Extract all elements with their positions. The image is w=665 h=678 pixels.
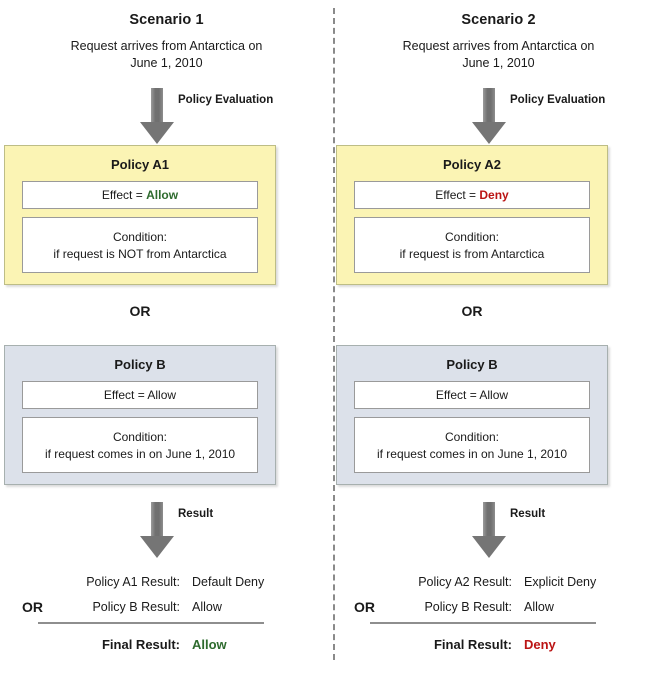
policy-b-box: Policy B Effect = Allow Condition: if re… [336,345,608,485]
policy-b-effect-row: Effect = Allow [22,381,258,409]
arrow-head [140,536,174,558]
arrow-shaft [483,88,495,124]
policy-a-effect-prefix: Effect = [101,188,147,202]
result-arrow-icon [472,502,506,558]
final-result-label: Final Result: [433,637,512,652]
result-row: Policy A1 Result: Default Deny [22,570,272,595]
policy-b-condition-title: Condition: [444,430,500,444]
result-arrow-icon [140,502,174,558]
policy-a-effect-prefix: Effect = [435,188,480,202]
result-row: OR Policy B Result: Allow [354,595,604,620]
result-row-label: Policy B Result: [424,600,512,614]
scenario-divider-line [333,8,335,660]
arrow-shaft [151,502,163,538]
policy-b-name: Policy B [446,357,498,372]
result-row-label: Policy A2 Result: [418,575,512,589]
policy-evaluation-arrow-icon [472,88,506,144]
policy-a-effect-value: Deny [479,188,509,202]
scenario-column-1: Scenario 1 Request arrives from Antarcti… [4,12,276,658]
result-summary: Policy A1 Result: Default Deny OR Policy… [22,570,272,658]
result-row-label: Policy B Result: [92,600,180,614]
policy-b-condition-row: Condition: if request comes in on June 1… [354,417,590,473]
policy-a-name: Policy A2 [442,157,502,172]
final-result-value: Allow [192,637,227,652]
result-row-value: Allow [192,600,222,614]
result-row-value: Explicit Deny [524,575,597,589]
policy-b-effect-value: Allow [479,388,509,402]
policy-evaluation-arrow-label: Policy Evaluation [510,94,606,106]
arrow-shaft [151,88,163,124]
arrow-shaft [483,502,495,538]
policy-a-condition-text: if request is NOT from Antarctica [53,247,227,261]
result-row-label: Policy A1 Result: [86,575,180,589]
arrow-head [472,536,506,558]
policy-b-effect-value: Allow [147,388,177,402]
result-row-value: Allow [524,600,554,614]
result-row-value: Default Deny [192,575,265,589]
policy-b-condition-title: Condition: [112,430,168,444]
result-row-or: OR [22,599,43,615]
policy-b-effect-row: Effect = Allow [354,381,590,409]
result-summary: Policy A2 Result: Explicit Deny OR Polic… [354,570,604,658]
policy-evaluation-arrow-icon [140,88,174,144]
policy-a-condition-row: Condition: if request is from Antarctica [354,217,590,273]
final-result-label: Final Result: [101,637,180,652]
policy-b-box: Policy B Effect = Allow Condition: if re… [4,345,276,485]
or-connector-label: OR [129,303,151,319]
policy-b-effect-prefix: Effect = [103,388,148,402]
policy-b-condition-text: if request comes in on June 1, 2010 [376,447,568,461]
result-row: Policy A2 Result: Explicit Deny [354,570,604,595]
scenario-column-2: Scenario 2 Request arrives from Antarcti… [332,0,665,678]
policy-b-condition-row: Condition: if request comes in on June 1… [22,417,258,473]
scenario-title: Scenario 1 [129,12,204,28]
result-row: OR Policy B Result: Allow [22,595,272,620]
final-result-row: Final Result: Allow [22,631,272,658]
policy-b-name: Policy B [114,357,166,372]
policy-a-condition-title: Condition: [444,230,500,244]
policy-a-effect-value: Allow [146,188,179,202]
or-connector-label: OR [461,303,483,319]
policy-a-name: Policy A1 [110,157,170,172]
policy-evaluation-arrow-label: Policy Evaluation [178,94,274,106]
policy-a-box: Policy A1 Effect = Allow Condition: if r… [4,145,276,285]
policy-b-condition-text: if request comes in on June 1, 2010 [44,447,236,461]
result-arrow-label: Result [178,508,214,520]
result-row-or: OR [354,599,375,615]
policy-a-effect-row: Effect = Deny [354,181,590,209]
result-arrow-label: Result [510,508,546,520]
policy-b-effect-prefix: Effect = [435,388,480,402]
result-divider-rule [370,622,596,624]
arrow-head [140,122,174,144]
policy-a-box: Policy A2 Effect = Deny Condition: if re… [336,145,608,285]
result-divider-rule [38,622,264,624]
final-result-row: Final Result: Deny [354,631,604,658]
policy-a-effect-row: Effect = Allow [22,181,258,209]
policy-a-condition-row: Condition: if request is NOT from Antarc… [22,217,258,273]
policy-a-condition-title: Condition: [112,230,168,244]
arrow-head [472,122,506,144]
scenario-title: Scenario 2 [461,12,536,28]
final-result-value: Deny [524,637,556,652]
policy-a-condition-text: if request is from Antarctica [399,247,545,261]
